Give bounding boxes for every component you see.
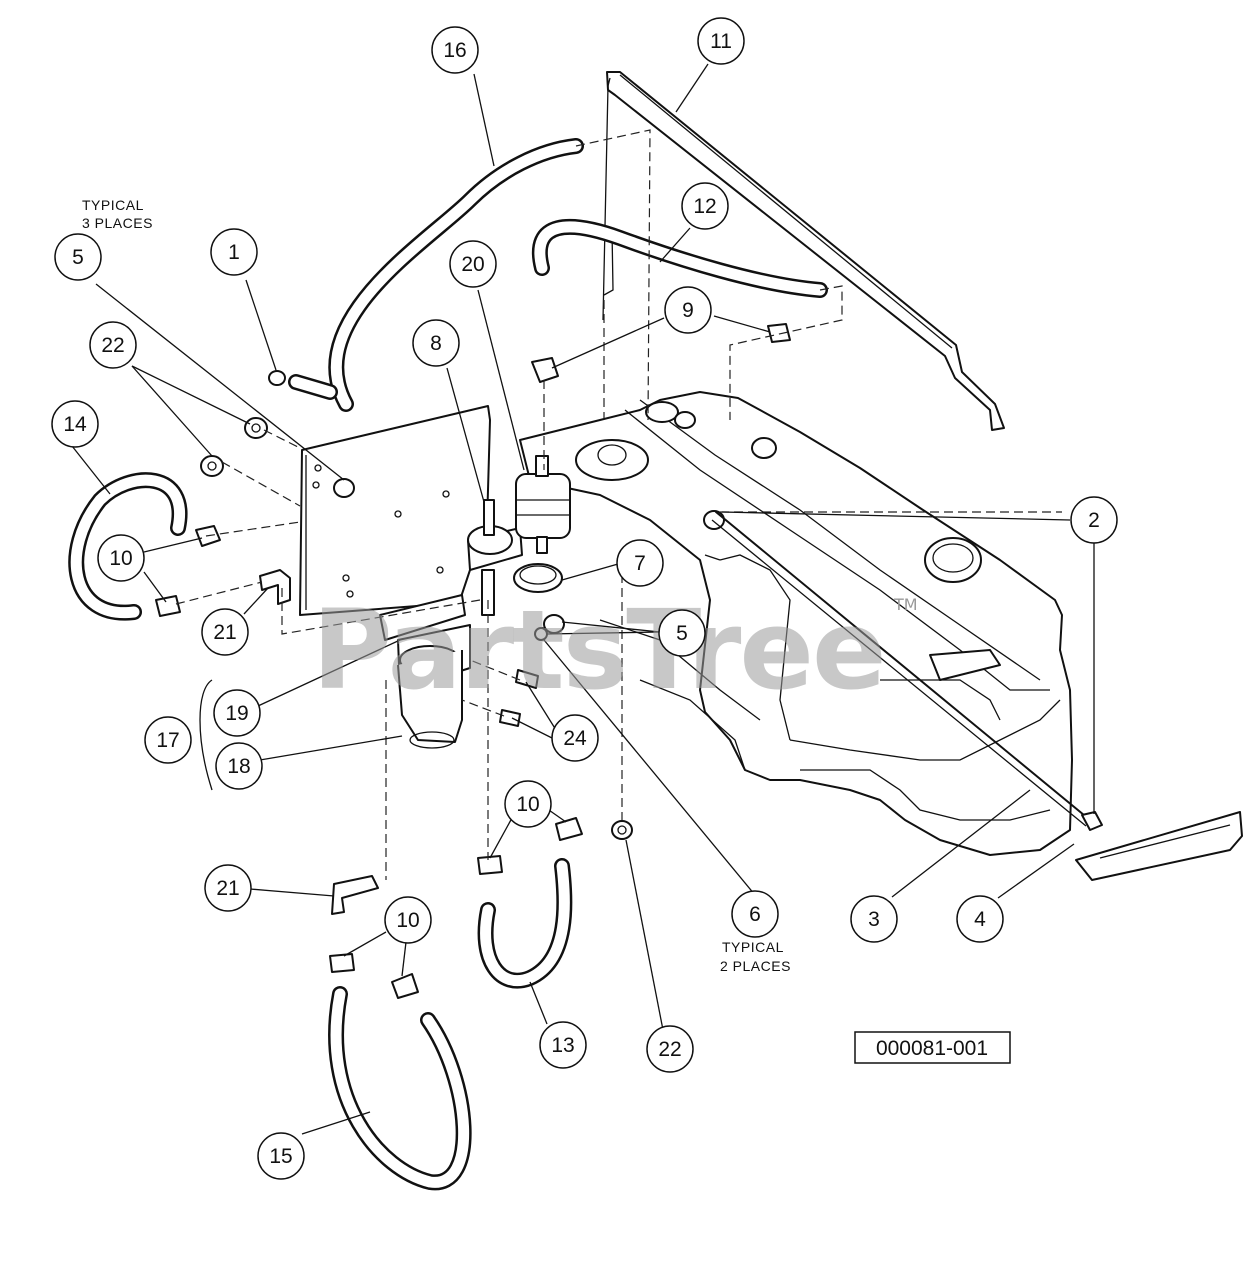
callout-3[interactable]: 3 [850, 895, 898, 943]
callouts: 16 11 12 5 1 20 9 22 8 14 2 10 7 21 5 19… [51, 17, 1118, 1180]
callout-14[interactable]: 14 [51, 400, 99, 448]
partstree-watermark: PartsTree TM [312, 586, 918, 714]
callout-20[interactable]: 20 [449, 240, 497, 288]
svg-text:19: 19 [225, 702, 248, 725]
callout-5-upper[interactable]: 5 [54, 233, 102, 281]
callout-15[interactable]: 15 [257, 1132, 305, 1180]
svg-text:20: 20 [461, 253, 484, 276]
note-typical-3-line2: 3 PLACES [82, 215, 153, 231]
svg-text:9: 9 [682, 299, 694, 322]
fuel-filter-mounting-plate [299, 405, 491, 616]
callout-12[interactable]: 12 [681, 182, 729, 230]
callout-1[interactable]: 1 [210, 228, 258, 276]
fuel-pump [467, 499, 523, 616]
fuel-gauge-rod [711, 511, 1103, 831]
svg-text:10: 10 [109, 547, 132, 570]
svg-text:22: 22 [101, 334, 124, 357]
diagram-number-box: 000081-001 [854, 1031, 1011, 1064]
svg-text:16: 16 [443, 39, 466, 62]
svg-text:10: 10 [396, 909, 419, 932]
callout-8[interactable]: 8 [412, 319, 460, 367]
hose-clamps [155, 323, 791, 999]
svg-text:21: 21 [213, 621, 236, 644]
callout-10-left[interactable]: 10 [97, 534, 145, 582]
inline-fuel-filter [515, 455, 571, 554]
callout-19[interactable]: 19 [213, 689, 261, 737]
svg-text:5: 5 [676, 622, 688, 645]
callout-21-upper[interactable]: 21 [201, 608, 249, 656]
leader-lines [71, 63, 1095, 1135]
watermark-text: PartsTree [312, 586, 885, 714]
svg-text:5: 5 [72, 246, 84, 269]
callout-6[interactable]: 6 [731, 890, 779, 938]
svg-text:3: 3 [868, 908, 880, 931]
small-hardware [200, 357, 633, 915]
diagram-number: 000081-001 [876, 1037, 988, 1060]
callout-22-upper[interactable]: 22 [89, 321, 137, 369]
svg-text:2: 2 [1088, 509, 1100, 532]
callout-18[interactable]: 18 [215, 742, 263, 790]
svg-text:13: 13 [551, 1034, 574, 1057]
svg-text:11: 11 [710, 30, 732, 53]
note-typical-3-line1: TYPICAL [82, 197, 144, 213]
svg-text:4: 4 [974, 908, 986, 931]
callout-7[interactable]: 7 [616, 539, 664, 587]
filter-clamp [513, 563, 563, 593]
fuel-gauge-bracket [1075, 811, 1243, 881]
svg-text:1: 1 [228, 241, 240, 264]
callout-21-lower[interactable]: 21 [204, 864, 252, 912]
svg-text:21: 21 [216, 877, 239, 900]
fuel-hoses [68, 138, 828, 1191]
callout-24[interactable]: 24 [551, 714, 599, 762]
callout-5-lower[interactable]: 5 [658, 609, 706, 657]
svg-text:24: 24 [563, 727, 587, 750]
callout-4[interactable]: 4 [956, 895, 1004, 943]
callout-16[interactable]: 16 [431, 26, 479, 74]
callout-11[interactable]: 11 [697, 17, 745, 65]
callout-10-lower[interactable]: 10 [384, 896, 432, 944]
callout-10-middle[interactable]: 10 [504, 780, 552, 828]
watermark-trademark: TM [893, 595, 918, 614]
svg-text:10: 10 [516, 793, 539, 816]
svg-text:17: 17 [156, 729, 179, 752]
note-typical-2-line1: TYPICAL [722, 939, 784, 955]
callout-22-lower[interactable]: 22 [646, 1025, 694, 1073]
svg-text:14: 14 [63, 413, 87, 436]
callout-2[interactable]: 2 [1070, 496, 1118, 544]
svg-text:8: 8 [430, 332, 442, 355]
svg-text:6: 6 [749, 903, 761, 926]
svg-text:18: 18 [227, 755, 250, 778]
callout-13[interactable]: 13 [539, 1021, 587, 1069]
assembly-lines [175, 129, 1062, 880]
svg-text:15: 15 [269, 1145, 292, 1168]
svg-text:12: 12 [693, 195, 716, 218]
notes: TYPICAL 3 PLACES TYPICAL 2 PLACES [82, 197, 791, 974]
callout-17[interactable]: 17 [144, 716, 192, 764]
svg-text:7: 7 [634, 552, 646, 575]
callout-9[interactable]: 9 [664, 286, 712, 334]
svg-text:22: 22 [658, 1038, 681, 1061]
note-typical-2-line2: 2 PLACES [720, 958, 791, 974]
